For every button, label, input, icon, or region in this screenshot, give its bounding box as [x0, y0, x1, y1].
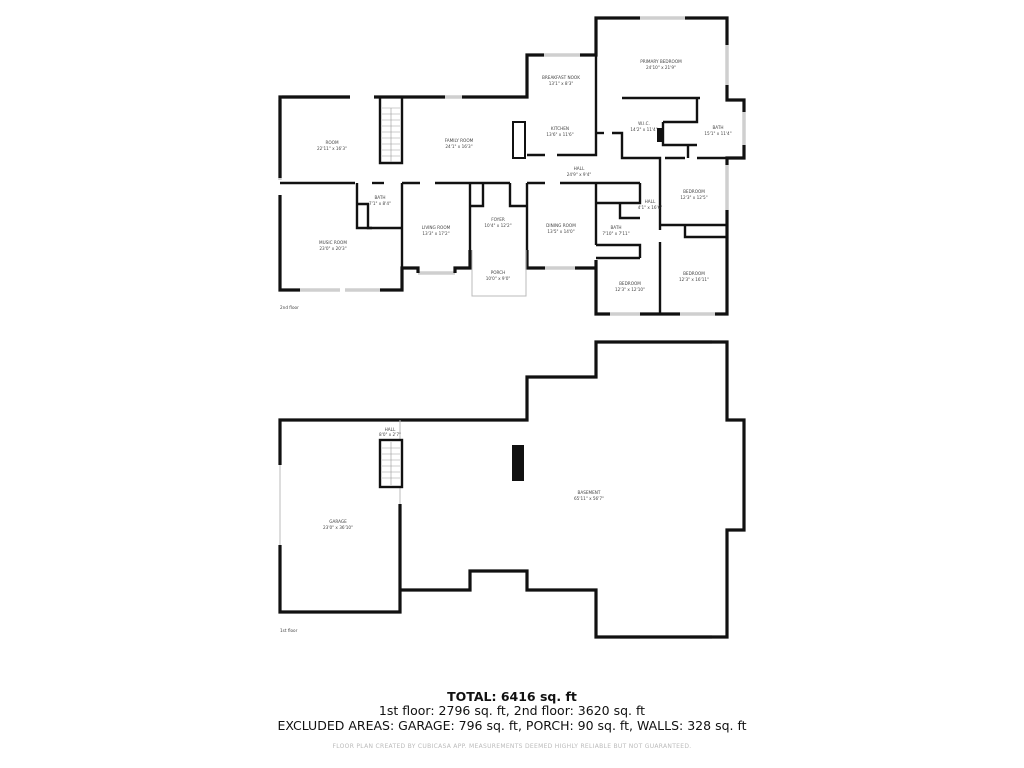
svg-text:W.I.C.: W.I.C. [638, 121, 650, 126]
svg-text:ROOM: ROOM [325, 140, 339, 145]
svg-text:BATH: BATH [610, 225, 621, 230]
svg-text:24'10" x 21'9": 24'10" x 21'9" [646, 65, 676, 70]
svg-text:23'0" x 20'3": 23'0" x 20'3" [319, 246, 346, 251]
svg-text:24'9" x 9'4": 24'9" x 9'4" [567, 172, 592, 177]
svg-text:7'1" x 8'4": 7'1" x 8'4" [369, 201, 391, 206]
room-label: W.I.C.14'2" x 11'4" [630, 121, 657, 132]
svg-text:BEDROOM: BEDROOM [683, 271, 705, 276]
svg-text:FOYER: FOYER [491, 217, 505, 222]
chimney [512, 445, 524, 481]
svg-text:BEDROOM: BEDROOM [619, 281, 641, 286]
svg-text:BEDROOM: BEDROOM [683, 189, 705, 194]
svg-text:HALL: HALL [645, 199, 656, 204]
excluded-areas: EXCLUDED AREAS: GARAGE: 796 sq. ft, PORC… [277, 718, 747, 733]
svg-text:12'3" x 16'11": 12'3" x 16'11" [679, 277, 709, 282]
svg-text:23'0" x 36'10": 23'0" x 36'10" [323, 525, 353, 530]
svg-text:HALL: HALL [385, 427, 396, 432]
svg-text:PORCH: PORCH [491, 270, 506, 275]
svg-text:PRIMARY BEDROOM: PRIMARY BEDROOM [640, 59, 682, 64]
svg-text:10'4" x 12'2": 10'4" x 12'2" [484, 223, 511, 228]
svg-text:13'5" x 14'0": 13'5" x 14'0" [547, 229, 574, 234]
svg-text:12'3" x 12'10": 12'3" x 12'10" [615, 287, 645, 292]
svg-text:8'0" x 2'7": 8'0" x 2'7" [379, 432, 401, 437]
svg-text:BASEMENT: BASEMENT [578, 490, 601, 495]
svg-text:24'1" x 16'3": 24'1" x 16'3" [445, 144, 472, 149]
total-area: TOTAL: 6416 sq. ft [447, 689, 577, 704]
svg-text:13'6" x 11'6": 13'6" x 11'6" [546, 132, 573, 137]
svg-text:MUSIC ROOM: MUSIC ROOM [319, 240, 347, 245]
svg-text:HALL: HALL [574, 166, 585, 171]
svg-text:GARAGE: GARAGE [329, 519, 347, 524]
svg-text:10'0" x 9'0": 10'0" x 9'0" [486, 276, 511, 281]
svg-text:BREAKFAST NOOK: BREAKFAST NOOK [542, 75, 580, 80]
svg-text:12'3" x 12'5": 12'3" x 12'5" [680, 195, 707, 200]
svg-text:15'1" x 11'4": 15'1" x 11'4" [704, 131, 731, 136]
svg-text:7'10" x 7'11": 7'10" x 7'11" [602, 231, 629, 236]
floor-label: 1st floor [280, 628, 298, 633]
svg-text:BATH: BATH [712, 125, 723, 130]
svg-text:13'1" x 8'3": 13'1" x 8'3" [549, 81, 574, 86]
svg-text:22'11" x 16'3": 22'11" x 16'3" [317, 146, 347, 151]
svg-text:KITCHEN: KITCHEN [551, 126, 569, 131]
svg-text:4'1" x 16'6": 4'1" x 16'6" [638, 205, 663, 210]
floor-label: 2nd floor [280, 305, 299, 310]
credit-note: FLOOR PLAN CREATED BY CUBICASA APP. MEAS… [332, 743, 692, 750]
svg-text:DINING ROOM: DINING ROOM [546, 223, 576, 228]
svg-text:13'3" x 17'2": 13'3" x 17'2" [422, 231, 449, 236]
svg-text:BATH: BATH [374, 195, 385, 200]
svg-text:65'11" x 56'7": 65'11" x 56'7" [574, 496, 604, 501]
svg-text:FAMILY ROOM: FAMILY ROOM [445, 138, 474, 143]
svg-text:14'2" x 11'4": 14'2" x 11'4" [630, 127, 657, 132]
svg-text:LIVING ROOM: LIVING ROOM [422, 225, 451, 230]
floor-areas: 1st floor: 2796 sq. ft, 2nd floor: 3620 … [378, 703, 646, 718]
